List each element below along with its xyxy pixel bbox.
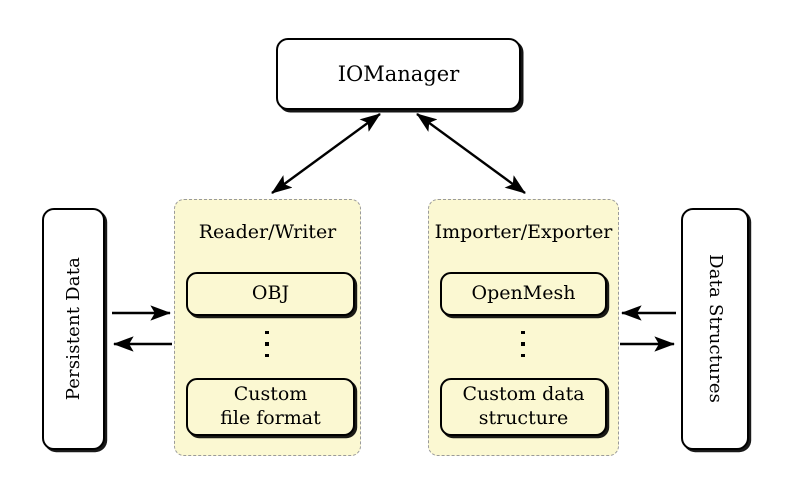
data-structures-label: Data Structures — [704, 254, 726, 404]
arrow-manager-importer-exporter — [416, 113, 526, 194]
item-box-custom-file-format-line2: file format — [220, 407, 321, 429]
item-box-obj-label: OBJ — [251, 282, 290, 305]
persistent-data-box[interactable]: Persistent Data — [42, 208, 105, 450]
io-manager-box[interactable]: IOManager — [276, 38, 521, 110]
io-manager-label: IOManager — [337, 61, 460, 86]
panel-importer-exporter-title: Importer/Exporter — [434, 221, 613, 243]
item-box-custom-data-structure-line1: Custom data — [462, 383, 585, 406]
item-box-custom-file-format[interactable]: Custom file format — [186, 378, 355, 436]
arrow-manager-reader-writer — [271, 113, 381, 194]
ellipsis-importer-exporter — [517, 331, 529, 357]
item-box-custom-file-format-line1: Custom — [233, 383, 308, 406]
item-box-custom-data-structure-line2: structure — [478, 407, 569, 429]
item-box-openmesh[interactable]: OpenMesh — [440, 272, 607, 316]
ellipsis-reader-writer — [261, 331, 273, 357]
persistent-data-label: Persistent Data — [62, 257, 84, 401]
item-box-openmesh-label: OpenMesh — [471, 282, 576, 305]
panel-reader-writer-title: Reader/Writer — [198, 221, 337, 243]
data-structures-box[interactable]: Data Structures — [681, 208, 749, 450]
item-box-custom-data-structure[interactable]: Custom data structure — [440, 378, 607, 436]
item-box-obj[interactable]: OBJ — [186, 272, 355, 316]
